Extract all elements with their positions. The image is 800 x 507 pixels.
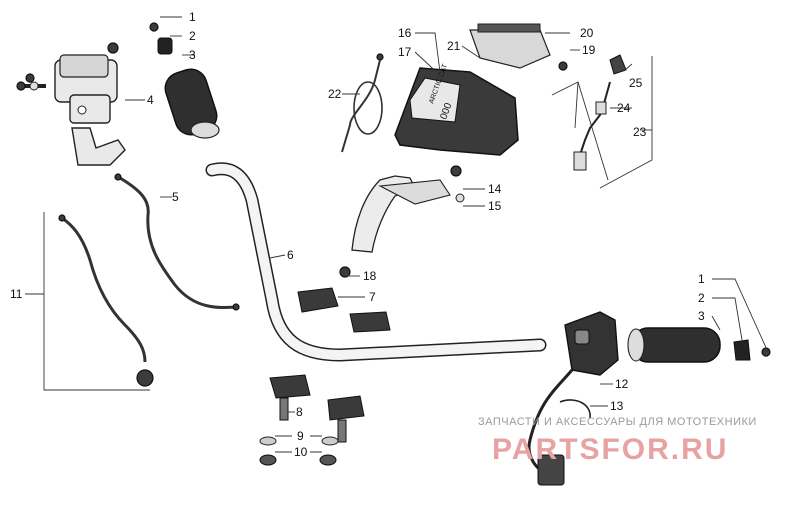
throttle-cable bbox=[119, 176, 237, 310]
callout-25: 25 bbox=[629, 76, 643, 90]
callout-2-top: 2 bbox=[189, 29, 196, 43]
callout-20: 20 bbox=[580, 26, 594, 40]
callout-7: 7 bbox=[369, 290, 376, 304]
callout-23: 23 bbox=[633, 125, 647, 139]
gauge-bracket bbox=[351, 165, 465, 253]
choke-cable bbox=[61, 216, 147, 363]
switch-housing bbox=[527, 311, 619, 486]
callout-3-right: 3 bbox=[698, 309, 705, 323]
leader-lines bbox=[25, 16, 769, 453]
callout-15: 15 bbox=[488, 199, 502, 213]
gauge-pod: ARCTIC CAT 000 bbox=[394, 63, 519, 156]
callout-10: 10 bbox=[294, 445, 308, 459]
callout-6: 6 bbox=[287, 248, 294, 262]
callout-22: 22 bbox=[328, 87, 342, 101]
callout-2-right: 2 bbox=[698, 291, 705, 305]
callout-12: 12 bbox=[615, 377, 629, 391]
callout-18: 18 bbox=[363, 269, 377, 283]
callout-8: 8 bbox=[296, 405, 303, 419]
upper-clamps bbox=[297, 266, 391, 333]
callout-13: 13 bbox=[610, 399, 624, 413]
callout-16: 16 bbox=[398, 26, 412, 40]
risers bbox=[259, 374, 365, 466]
watermark-logo: PARTSFOR.RU bbox=[492, 433, 728, 466]
callout-1-top: 1 bbox=[189, 10, 196, 24]
wiring-harness bbox=[551, 54, 627, 181]
callout-4: 4 bbox=[147, 93, 154, 107]
speedometer-unit bbox=[469, 23, 551, 69]
throttle-housing bbox=[16, 42, 126, 166]
callout-3-top: 3 bbox=[189, 48, 196, 62]
callout-17: 17 bbox=[398, 45, 412, 59]
callout-11: 11 bbox=[10, 287, 23, 301]
callout-5: 5 bbox=[172, 190, 179, 204]
watermark-tagline: ЗАПЧАСТИ И АКСЕССУАРЫ ДЛЯ МОТОТЕХНИКИ bbox=[478, 416, 757, 428]
callout-14: 14 bbox=[488, 182, 502, 196]
speedometer-cable bbox=[341, 53, 384, 153]
callout-19: 19 bbox=[582, 43, 596, 57]
left-grip-assembly bbox=[149, 22, 220, 139]
callout-1-right: 1 bbox=[698, 272, 705, 286]
callout-24: 24 bbox=[617, 101, 631, 115]
callout-9: 9 bbox=[297, 429, 304, 443]
callout-21: 21 bbox=[447, 39, 461, 53]
right-grip-assembly bbox=[627, 327, 771, 363]
